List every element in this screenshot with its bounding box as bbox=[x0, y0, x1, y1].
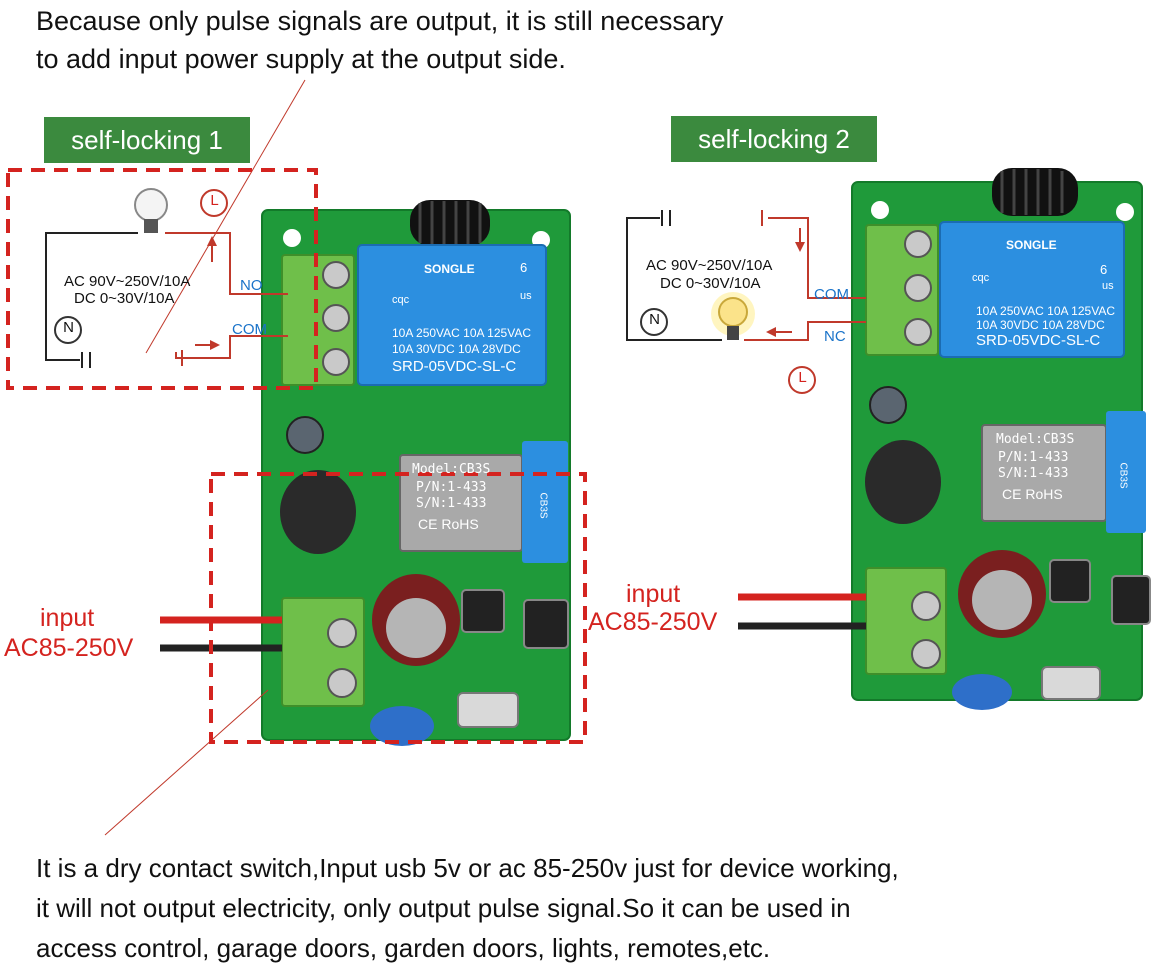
left-input-title: input bbox=[40, 604, 95, 632]
right-relay-rating-1: 10A 250VAC 10A 125VAC bbox=[976, 304, 1115, 318]
right-module-side-label: CB3S bbox=[1117, 462, 1129, 489]
left-relay-cert-right: us bbox=[520, 290, 532, 302]
left-relay-pin-count: 6 bbox=[520, 260, 528, 275]
left-ceramic-capacitor-icon bbox=[370, 706, 434, 746]
right-relay-cert-left: cqc bbox=[972, 272, 990, 284]
right-module-sn: S/N:1-433 bbox=[998, 466, 1069, 481]
left-relay-model: SRD-05VDC-SL-C bbox=[392, 358, 517, 375]
left-board bbox=[160, 200, 571, 746]
right-usb-port-icon bbox=[1041, 666, 1101, 700]
left-button-1-icon bbox=[461, 589, 505, 633]
left-relay-rating-2: 10A 30VDC 10A 28VDC bbox=[392, 342, 521, 356]
right-small-capacitor-icon bbox=[869, 386, 907, 424]
right-spec-ac: AC 90V~250V/10A bbox=[646, 257, 773, 274]
right-input-voltage: AC85-250V bbox=[588, 608, 718, 636]
left-antenna-coil-icon bbox=[410, 200, 490, 246]
left-input-voltage: AC85-250V bbox=[4, 634, 134, 662]
left-button-2-icon bbox=[523, 599, 569, 649]
right-module-model: Model:CB3S bbox=[996, 432, 1075, 447]
left-relay-cert-left: cqc bbox=[392, 294, 410, 306]
left-pin-com: COM bbox=[232, 321, 267, 338]
right-symbol-n: N bbox=[649, 311, 660, 328]
right-inductor-icon bbox=[865, 440, 941, 524]
left-small-capacitor-icon bbox=[286, 416, 324, 454]
left-input-dashed-box bbox=[209, 472, 587, 744]
right-input-terminal bbox=[865, 567, 947, 675]
right-symbol-l: L bbox=[798, 369, 807, 386]
top-note-line-2: to add input power supply at the output … bbox=[36, 44, 566, 74]
left-symbol-n: N bbox=[63, 319, 74, 336]
left-wiring bbox=[45, 79, 306, 836]
right-electrolytic-capacitor-icon bbox=[958, 550, 1046, 638]
right-output-terminal bbox=[865, 224, 939, 356]
right-ceramic-capacitor-icon bbox=[952, 674, 1012, 710]
right-light-bulb-icon bbox=[711, 292, 755, 340]
right-module-pn: P/N:1-433 bbox=[998, 450, 1069, 465]
right-relay-rating-2: 10A 30VDC 10A 28VDC bbox=[976, 318, 1105, 332]
left-relay-rating-1: 10A 250VAC 10A 125VAC bbox=[392, 326, 531, 340]
right-button-1-icon bbox=[1049, 559, 1091, 603]
left-light-bulb-icon bbox=[134, 188, 168, 233]
left-output-dashed-box bbox=[6, 168, 318, 390]
right-antenna-coil-icon bbox=[992, 168, 1078, 216]
right-module-cert: CE RoHS bbox=[1002, 486, 1063, 502]
right-pin-com: COM bbox=[814, 286, 849, 303]
left-inductor-icon bbox=[280, 470, 356, 554]
right-relay-model: SRD-05VDC-SL-C bbox=[976, 332, 1101, 349]
left-electrolytic-capacitor-icon bbox=[372, 574, 460, 666]
right-relay-cert-right: us bbox=[1102, 280, 1114, 292]
right-relay-pin-count: 6 bbox=[1100, 262, 1108, 277]
left-relay bbox=[357, 244, 547, 386]
bottom-note-line-2: it will not output electricity, only out… bbox=[36, 893, 851, 923]
bottom-note-line-1: It is a dry contact switch,Input usb 5v … bbox=[36, 853, 899, 883]
left-relay-brand: SONGLE bbox=[424, 262, 475, 276]
right-button-2-icon bbox=[1111, 575, 1151, 625]
left-module-model: Model:CB3S bbox=[412, 462, 491, 477]
left-usb-port-icon bbox=[457, 692, 519, 728]
badge-self-locking-1: self-locking 1 bbox=[44, 117, 250, 163]
left-module-sn: S/N:1-433 bbox=[416, 496, 487, 511]
right-spec-dc: DC 0~30V/10A bbox=[660, 275, 761, 292]
right-wiring bbox=[626, 210, 866, 394]
top-note-line-1: Because only pulse signals are output, i… bbox=[36, 6, 724, 36]
left-module-side-label: CB3S bbox=[537, 492, 549, 519]
left-module-cert: CE RoHS bbox=[418, 516, 479, 532]
right-relay bbox=[939, 221, 1125, 358]
left-symbol-l: L bbox=[210, 192, 219, 209]
left-wifi-module bbox=[399, 441, 568, 563]
left-spec-dc: DC 0~30V/10A bbox=[74, 290, 175, 307]
left-module-pn: P/N:1-433 bbox=[416, 480, 487, 495]
right-relay-brand: SONGLE bbox=[1006, 238, 1057, 252]
bottom-note: It is a dry contact switch,Input usb 5v … bbox=[36, 848, 1146, 968]
badge-self-locking-2: self-locking 2 bbox=[671, 116, 877, 162]
top-note: Because only pulse signals are output, i… bbox=[36, 2, 1036, 78]
right-board bbox=[738, 168, 1151, 710]
left-output-terminal bbox=[281, 254, 355, 386]
left-pin-no: NO bbox=[240, 277, 263, 294]
left-spec-ac: AC 90V~250V/10A bbox=[64, 273, 191, 290]
right-input-title: input bbox=[626, 580, 681, 608]
bottom-note-line-3: access control, garage doors, garden doo… bbox=[36, 933, 771, 963]
right-wifi-module bbox=[981, 411, 1146, 533]
left-input-terminal bbox=[281, 597, 365, 707]
right-pin-nc: NC bbox=[824, 328, 846, 345]
